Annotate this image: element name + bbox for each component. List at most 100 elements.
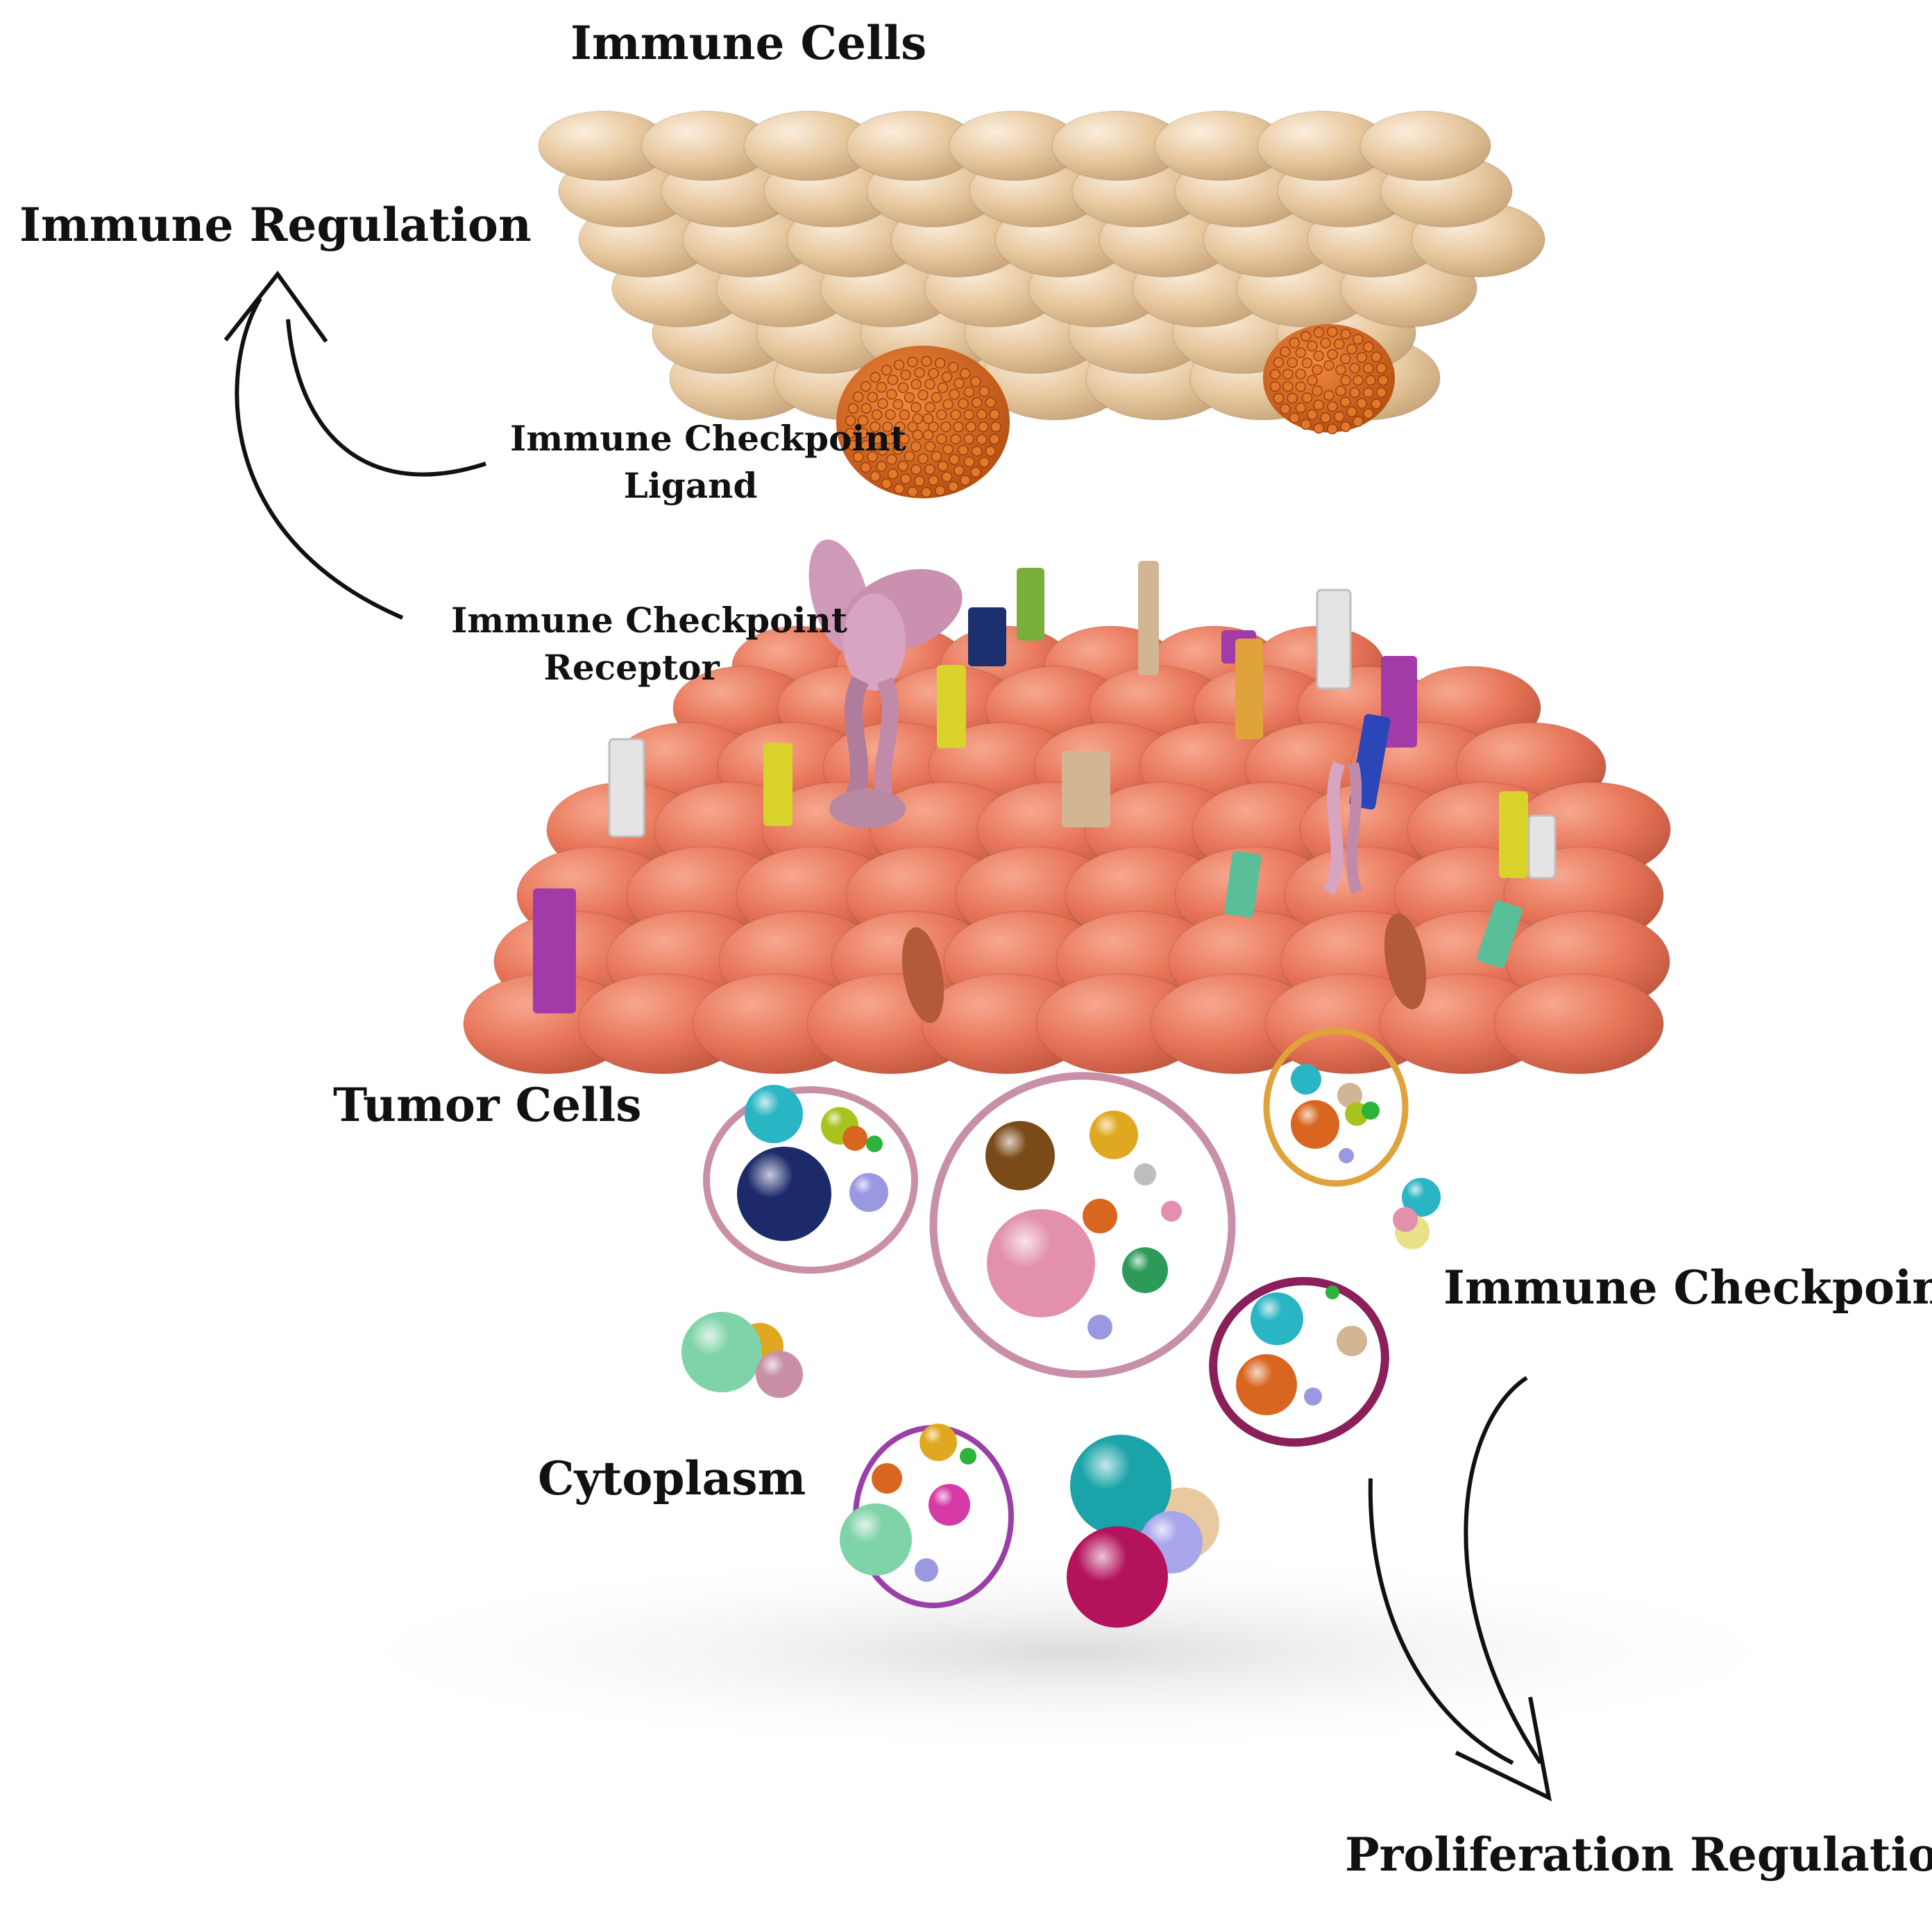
- ligand-bead: [1353, 375, 1364, 386]
- ligand-bead: [937, 382, 949, 394]
- ligand-bead: [1312, 364, 1323, 376]
- ligand-bead: [965, 421, 976, 432]
- ligand-bead: [870, 371, 881, 383]
- ligand-bead: [1301, 392, 1313, 403]
- ligand-bead: [1365, 375, 1376, 386]
- receptor-label-line1: Immune Checkpoint: [451, 600, 847, 641]
- ligand-bead: [1340, 328, 1351, 339]
- ligand-label-line1: Immune Checkpoint: [510, 418, 906, 459]
- ligand-bead: [1273, 393, 1285, 404]
- ligand-bead: [1362, 362, 1374, 374]
- ligand-bead: [907, 421, 918, 432]
- ligand-bead: [947, 481, 959, 492]
- immune-cell: [1359, 110, 1491, 181]
- ligand-bead: [907, 356, 918, 368]
- immune-checkpoint-receptor-protein: [808, 539, 1362, 895]
- ligand-bead: [950, 433, 961, 445]
- ligand-bead: [876, 382, 888, 393]
- ligand-bead: [1280, 403, 1291, 415]
- ligand-bead: [882, 421, 893, 432]
- ligand-bead: [860, 380, 872, 392]
- cytoplasm-label: Cytoplasm: [538, 1451, 806, 1506]
- ligand-bead: [904, 391, 915, 403]
- marker-purple: [1381, 656, 1417, 748]
- ligand-bead: [886, 389, 897, 400]
- ligand-bead: [1287, 357, 1298, 369]
- marker-yellow: [763, 743, 793, 826]
- ligand-bead: [931, 450, 942, 462]
- ligand-bead: [954, 378, 965, 389]
- ligand-bead: [924, 378, 935, 390]
- ligand-bead: [1375, 362, 1387, 374]
- ligand-bead: [910, 464, 922, 475]
- ligand-bead: [1313, 350, 1324, 362]
- ligand-bead: [960, 475, 971, 486]
- ligand-bead: [935, 485, 946, 496]
- marker-white: [1316, 589, 1352, 690]
- ligand-bead: [1356, 352, 1368, 363]
- ligand-bead: [1340, 353, 1351, 364]
- marker-green: [1017, 568, 1044, 641]
- ligand-bead: [907, 486, 918, 498]
- ligand-bead: [867, 391, 879, 403]
- ligand-bead: [910, 441, 922, 452]
- ligand-bead: [960, 368, 971, 379]
- ligand-bead: [1375, 387, 1387, 398]
- ligand-bead: [870, 421, 881, 432]
- ligand-bead: [1295, 381, 1306, 392]
- ligand-bead: [1371, 351, 1382, 362]
- ligand-bead: [928, 421, 939, 432]
- ligand-bead: [978, 421, 989, 432]
- ligand-bead: [1353, 416, 1364, 428]
- ligand-bead: [985, 397, 997, 408]
- ligand-bead: [978, 457, 990, 468]
- ligand-bead: [886, 454, 897, 465]
- vesicle-4: [1209, 1276, 1389, 1447]
- ligand-bead: [1340, 375, 1351, 386]
- ligand-bead: [1320, 412, 1331, 423]
- ligand-bead: [1320, 337, 1331, 348]
- ligand-bead: [1327, 400, 1338, 412]
- immune-cell-layer: [538, 110, 1545, 421]
- ligand-bead: [990, 421, 1001, 432]
- ligand-bead: [1301, 357, 1313, 369]
- ligand-bead: [1335, 385, 1346, 397]
- ligand-bead: [847, 439, 859, 451]
- vesicle-3: [1263, 1027, 1409, 1187]
- ligand-bead: [1346, 406, 1357, 417]
- ligand-bead: [899, 433, 910, 445]
- ligand-bead: [935, 409, 947, 421]
- ligand-bead: [845, 428, 856, 439]
- receptor-label-line2: Receptor: [543, 646, 720, 688]
- ligand-bead: [941, 471, 953, 482]
- ligand-bead: [1312, 385, 1323, 397]
- ligand-bead: [970, 466, 981, 478]
- ligand-bead: [1349, 362, 1360, 374]
- ligand-bead: [976, 409, 988, 420]
- ligand-bead: [1300, 330, 1312, 342]
- vesicle-2: [929, 1072, 1236, 1378]
- ligand-bead: [963, 409, 974, 421]
- ligand-bead: [857, 428, 869, 439]
- tumor-cell: [1493, 973, 1664, 1074]
- arrow-proliferation-regulation: [1368, 1376, 1552, 1802]
- ligand-bead: [949, 389, 960, 400]
- receptor-markers: [533, 561, 1557, 1024]
- ligand-bead: [1340, 396, 1351, 407]
- ligand-bead: [1282, 369, 1294, 380]
- ligand-bead: [924, 464, 935, 475]
- ligand-bead: [928, 475, 939, 486]
- ligand-bead: [1378, 375, 1389, 386]
- vesicle-1: [703, 1085, 918, 1274]
- ligand-bead: [1363, 341, 1374, 353]
- ligand-bead: [914, 475, 925, 487]
- ligand-bead: [885, 433, 896, 445]
- ligand-bead: [970, 376, 981, 387]
- ligand-bead: [904, 450, 915, 462]
- ligand-bead: [893, 359, 905, 371]
- ligand-bead: [900, 473, 911, 484]
- ligand-bead: [1307, 375, 1318, 386]
- ligand-bead: [1273, 357, 1285, 368]
- ligand-bead: [963, 386, 975, 398]
- ligand-bead: [935, 357, 946, 369]
